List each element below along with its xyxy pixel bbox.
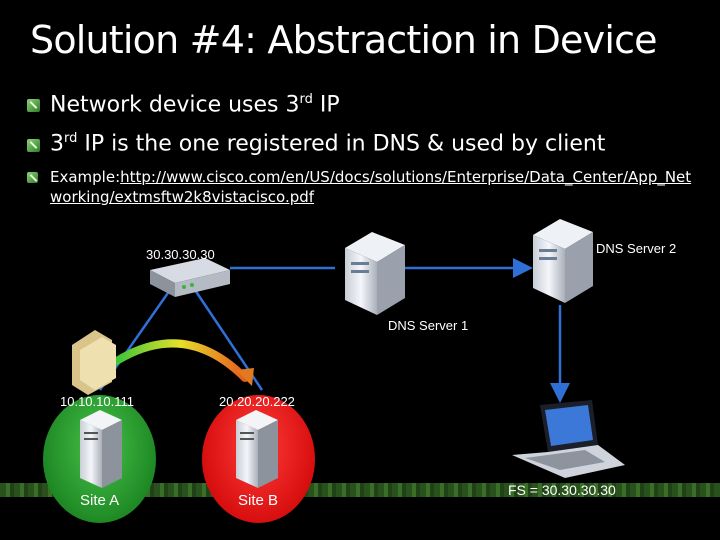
- example-link[interactable]: http://www.cisco.com/en/US/docs/solution…: [50, 168, 692, 206]
- dns-server-1-label: DNS Server 1: [388, 318, 469, 333]
- bullet-2-sup: rd: [64, 131, 78, 146]
- bullet-icon: [27, 99, 40, 112]
- laptop-icon: [512, 400, 625, 478]
- bullet-2: 3rd IP is the one registered in DNS & us…: [50, 131, 605, 156]
- site-a-server-icon: [80, 410, 122, 488]
- site-b-ip-label: 20.20.20.222: [219, 394, 295, 409]
- bottom-band: [0, 483, 720, 497]
- arrow-head-icon: [236, 368, 254, 386]
- dns-server-2-icon: [533, 219, 593, 303]
- device-ip-label: 30.30.30.30: [146, 247, 215, 262]
- bullet-1: Network device uses 3rd IP: [50, 92, 340, 117]
- site-a-ip-label: 10.10.10.111: [60, 394, 134, 409]
- bullet-2-text-end: IP is the one registered in DNS & used b…: [77, 131, 606, 157]
- slide-title: Solution #4: Abstraction in Device: [30, 18, 658, 62]
- folder-icon: [72, 330, 116, 395]
- dns-server-1-icon: [345, 232, 405, 315]
- bullet-icon: [27, 172, 38, 183]
- bullet-1-text: Network device uses 3: [50, 92, 300, 118]
- dns-server-2-label: DNS Server 2: [596, 241, 677, 256]
- site-b-name: Site B: [238, 492, 279, 509]
- bullet-2-text: 3: [50, 131, 64, 157]
- example-prefix: Example:: [50, 168, 121, 186]
- failover-arrow: [111, 339, 249, 382]
- site-a-name: Site A: [80, 492, 120, 509]
- site-b-server-icon: [236, 410, 278, 488]
- bullet-icon: [27, 139, 40, 152]
- bullet-1-sup: rd: [299, 92, 313, 107]
- network-device-icon: [150, 258, 230, 297]
- client-fs-label: FS = 30.30.30.30: [508, 482, 616, 498]
- bullet-3: Example:http://www.cisco.com/en/US/docs/…: [50, 167, 700, 207]
- bullet-1-text-end: IP: [312, 92, 340, 118]
